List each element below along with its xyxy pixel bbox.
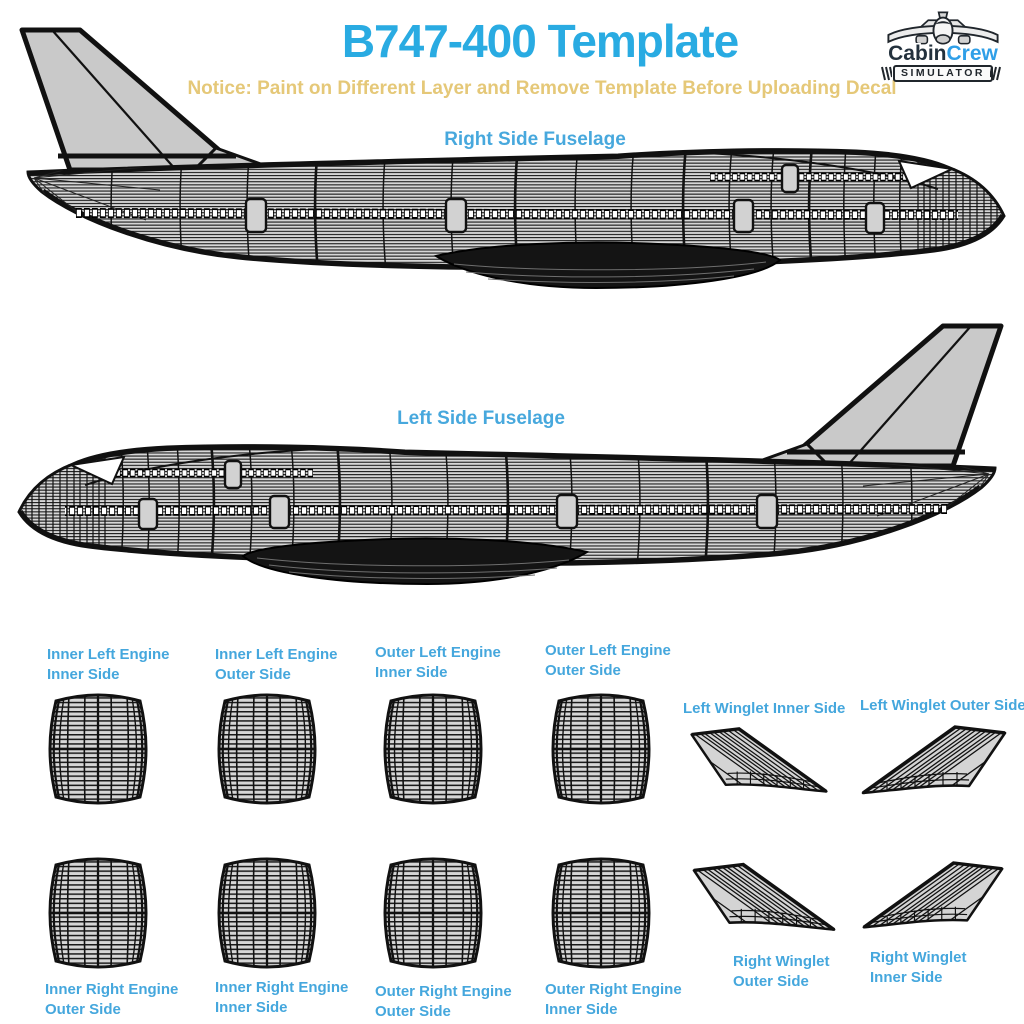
right-fuselage-label: Right Side Fuselage xyxy=(444,129,626,150)
cartoon-airplane-icon xyxy=(887,11,999,45)
left-fuselage-drawing xyxy=(15,316,1005,594)
notice-text: Notice: Paint on Different Layer and Rem… xyxy=(187,78,897,99)
left-fuselage-label: Left Side Fuselage xyxy=(397,408,565,429)
right-winglet-inner-side-drawing xyxy=(858,860,1008,936)
left-winglet-inner-side-drawing xyxy=(686,726,832,800)
right-fuselage-drawing xyxy=(18,20,1008,298)
outer-left-engine-outer-side-drawing xyxy=(548,688,654,810)
inner-left-engine-outer-side-drawing xyxy=(214,688,320,810)
logo-hash-left-icon xyxy=(881,66,892,81)
page-title: B747-400 Template xyxy=(341,15,739,67)
logo-cabin: Cabin xyxy=(888,42,947,65)
logo-hash-right-icon xyxy=(990,66,1001,81)
inner-left-engine-inner-side-drawing xyxy=(45,688,151,810)
left-winglet-outer-side-drawing xyxy=(858,724,1010,802)
inner-right-engine-outer-side-drawing xyxy=(45,852,151,974)
outer-right-engine-outer-side-drawing xyxy=(380,852,486,974)
logo-simulator-banner: SIMULATOR xyxy=(893,65,993,82)
inner-right-engine-inner-side-drawing xyxy=(214,852,320,974)
outer-right-engine-inner-side-drawing xyxy=(548,852,654,974)
left-winglet-outer-side-label: Left Winglet Outer Side xyxy=(860,697,1024,714)
logo-crew: Crew xyxy=(946,42,998,65)
right-winglet-outer-side-drawing xyxy=(690,858,838,942)
cabincrew-simulator-logo: CabinCrew SIMULATOR xyxy=(868,8,1018,82)
outer-left-engine-inner-side-drawing xyxy=(380,688,486,810)
logo-wordmark: CabinCrew xyxy=(868,42,1018,66)
left-winglet-inner-side-label: Left Winglet Inner Side xyxy=(683,700,846,717)
